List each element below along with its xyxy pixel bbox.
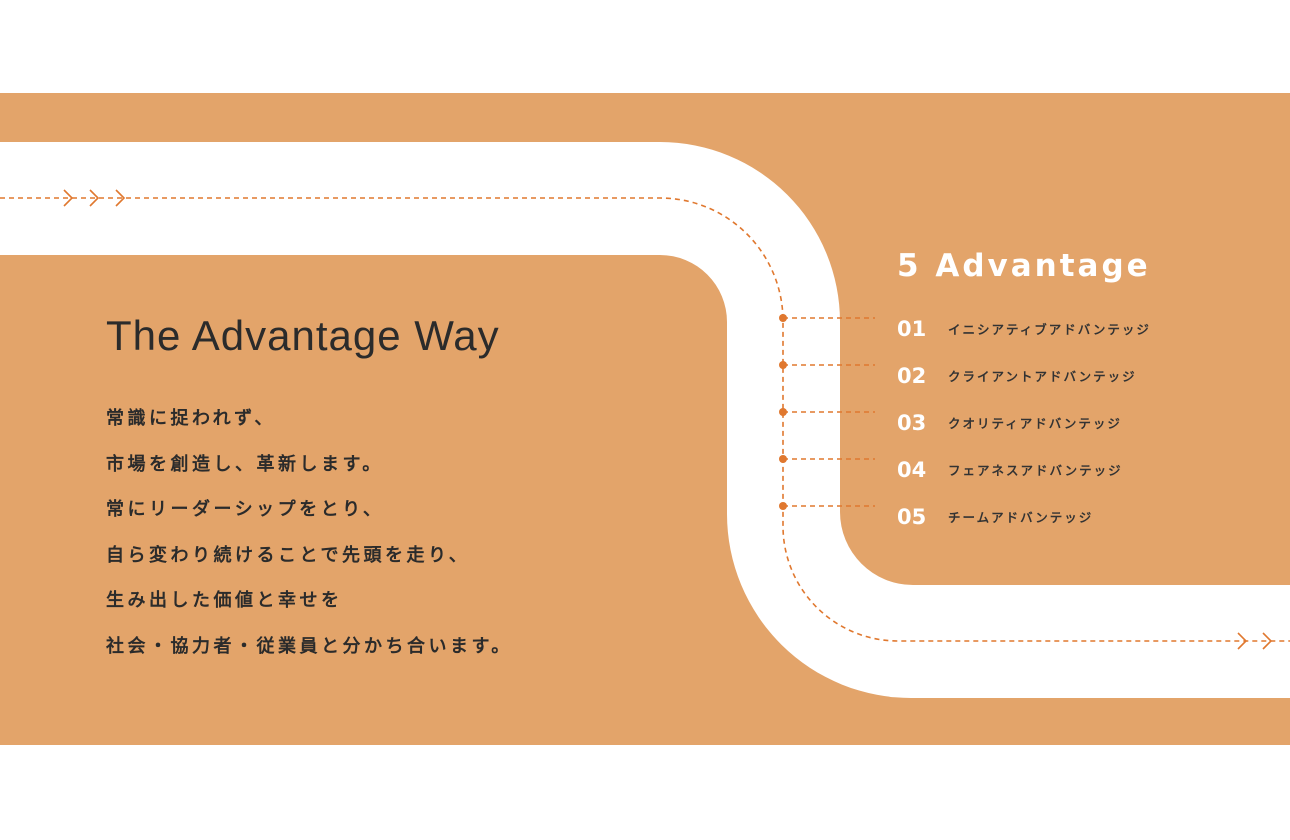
advantage-number: 02 bbox=[897, 363, 927, 388]
body-line: 市場を創造し、革新します。 bbox=[106, 453, 384, 475]
body-line: 常識に捉われず、 bbox=[106, 408, 276, 429]
chevron-right-icon bbox=[1237, 632, 1248, 650]
chevron-right-icon bbox=[89, 189, 100, 207]
advantage-number: 05 bbox=[897, 504, 927, 529]
chevron-right-icon bbox=[115, 189, 126, 207]
advantage-number: 04 bbox=[897, 457, 927, 482]
advantage-label: フェアネスアドバンテッジ bbox=[948, 463, 1123, 478]
advantage-label: クライアントアドバンテッジ bbox=[948, 369, 1137, 384]
chevron-arrows-end bbox=[1237, 632, 1273, 650]
advantage-item: 02 クライアントアドバンテッジ bbox=[897, 352, 1151, 399]
advantage-label: クオリティアドバンテッジ bbox=[948, 416, 1122, 431]
philosophy-text: 常識に捉われず、 市場を創造し、革新します。 常にリーダーシップをとり、 自ら変… bbox=[106, 406, 513, 679]
body-line: 常にリーダーシップをとり、 bbox=[106, 499, 385, 520]
connector-dot bbox=[779, 314, 787, 322]
page-title: The Advantage Way bbox=[106, 312, 500, 359]
chevron-arrows-start bbox=[63, 189, 126, 207]
advantages-title: 5 Advantage bbox=[897, 248, 1151, 284]
advantage-item: 04 フェアネスアドバンテッジ bbox=[897, 446, 1151, 493]
connector-dot bbox=[779, 455, 787, 463]
advantages-list: 01 イニシアティブアドバンテッジ 02 クライアントアドバンテッジ 03 クオリティ… bbox=[897, 305, 1151, 540]
connector-dot bbox=[779, 502, 787, 510]
advantage-label: イニシアティブアドバンテッジ bbox=[948, 322, 1151, 337]
dashed-route bbox=[0, 197, 1290, 642]
body-line: 自ら変わり続けることで先頭を走り、 bbox=[106, 544, 471, 566]
item-connectors bbox=[779, 314, 875, 510]
advantage-number: 01 bbox=[897, 316, 927, 341]
advantage-label: チームアドバンテッジ bbox=[948, 510, 1094, 525]
advantage-number: 03 bbox=[897, 410, 927, 435]
chevron-right-icon bbox=[1262, 632, 1273, 650]
chevron-right-icon bbox=[63, 189, 74, 207]
body-line: 社会・協力者・従業員と分かち合います。 bbox=[106, 635, 513, 657]
body-line: 生み出した価値と幸せを bbox=[106, 590, 343, 611]
advantage-item: 01 イニシアティブアドバンテッジ bbox=[897, 305, 1151, 352]
advantage-item: 03 クオリティアドバンテッジ bbox=[897, 399, 1151, 446]
advantage-item: 05 チームアドバンテッジ bbox=[897, 493, 1151, 540]
connector-dot bbox=[779, 408, 787, 416]
connector-dot bbox=[779, 361, 787, 369]
